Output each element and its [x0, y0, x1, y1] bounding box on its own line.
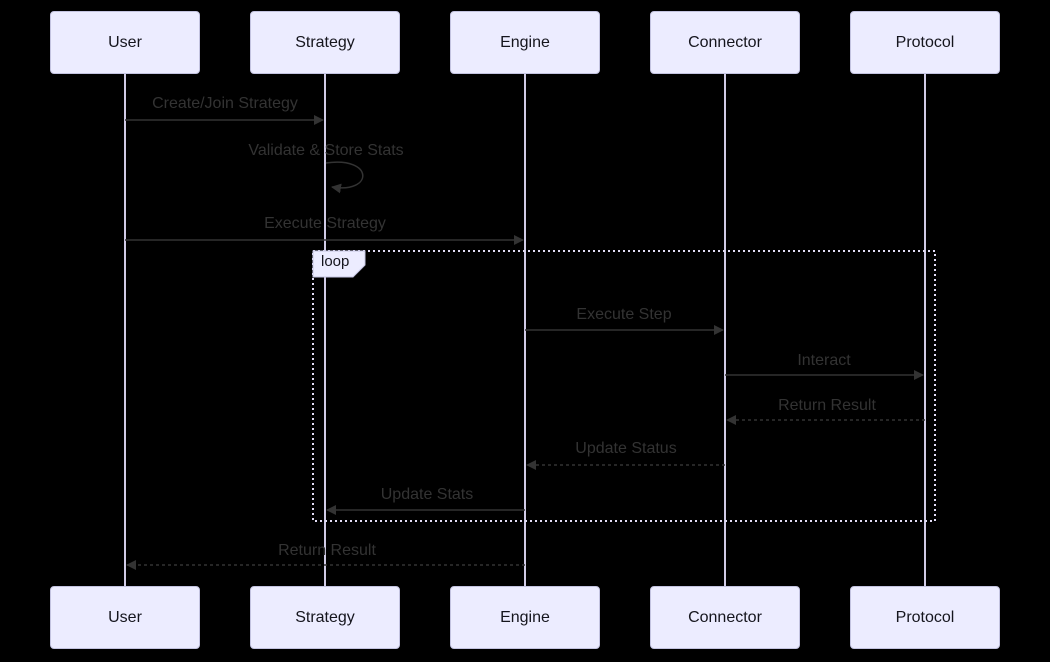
loop-frame: [312, 250, 936, 522]
message-label-update-status: Update Status: [575, 440, 677, 457]
message-label-create-join-strategy: Create/Join Strategy: [152, 95, 298, 112]
actor-top-strategy: Strategy: [250, 11, 400, 74]
actor-bottom-connector: Connector: [650, 586, 800, 649]
message-arrow-validate-store-stats-selfloop: [325, 161, 364, 194]
actor-bottom-protocol: Protocol: [850, 586, 1000, 649]
actor-bottom-user: User: [50, 586, 200, 649]
message-label-execute-strategy: Execute Strategy: [264, 215, 386, 232]
message-label-return-result-outer: Return Result: [278, 542, 376, 559]
loop-label-box: [312, 250, 366, 278]
actor-top-connector: Connector: [650, 11, 800, 74]
loop-label: loop: [321, 253, 350, 270]
actor-bottom-engine: Engine: [450, 586, 600, 649]
actor-top-engine: Engine: [450, 11, 600, 74]
actor-bottom-strategy: Strategy: [250, 586, 400, 649]
actor-top-protocol: Protocol: [850, 11, 1000, 74]
message-label-validate-store-stats: Validate & Store Stats: [248, 142, 404, 159]
message-label-interact: Interact: [797, 352, 851, 369]
message-label-update-stats: Update Stats: [380, 486, 474, 503]
message-label-return-result-inner: Return Result: [778, 397, 876, 414]
message-label-execute-step: Execute Step: [576, 306, 672, 323]
actor-top-user: User: [50, 11, 200, 74]
